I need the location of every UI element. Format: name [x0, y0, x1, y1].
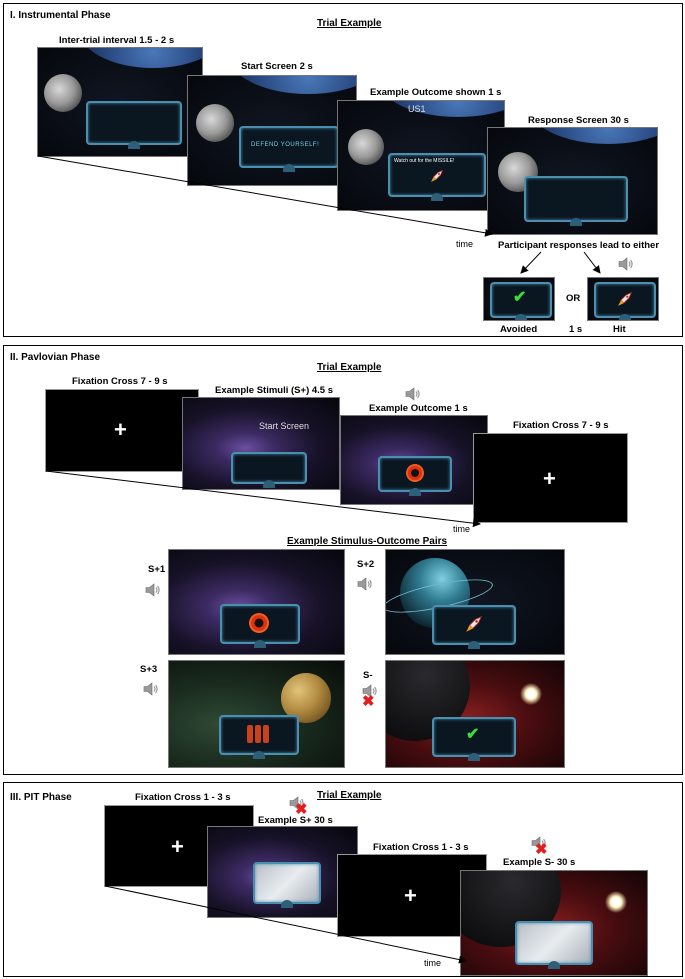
stimulus-screen: Start Screen	[182, 397, 340, 490]
instrumental-phase-panel: I. Instrumental Phase Trial Example Inte…	[3, 3, 683, 337]
speaker-icon	[618, 257, 634, 271]
game-frame	[524, 176, 628, 226]
outcome-screen	[340, 415, 488, 505]
trial-example-title: Trial Example	[317, 790, 382, 801]
outcome-screen: US1 Watch out for the MISSILE!	[337, 100, 505, 211]
explosion-icon	[249, 613, 269, 633]
time-label: time	[424, 958, 442, 968]
moon	[44, 74, 82, 112]
game-frame	[515, 921, 593, 969]
game-frame: ✔	[490, 282, 552, 320]
game-frame	[220, 604, 300, 648]
iti-screen	[37, 47, 203, 157]
stimuli-label: Example Stimuli (S+) 4.5 s	[215, 385, 334, 396]
game-frame	[86, 101, 182, 149]
sminus-screen	[460, 870, 648, 976]
eclipse-glow	[518, 681, 544, 707]
game-frame: Watch out for the MISSILE!	[388, 153, 486, 201]
pair-label-s1: S+1	[148, 564, 166, 575]
phase-title: III. PIT Phase	[10, 792, 72, 803]
dynamite-icon	[247, 725, 269, 743]
fixation-label: Fixation Cross 7 - 9 s	[72, 376, 168, 387]
gas-giant-planet	[281, 673, 331, 723]
pair-label-s3: S+3	[140, 664, 158, 675]
fixation-cross: +	[543, 466, 556, 491]
pair-label-s2: S+2	[357, 559, 375, 570]
game-frame	[231, 452, 307, 488]
trial-example-title: Trial Example	[317, 362, 382, 373]
iti-label: Inter-trial interval 1.5 - 2 s	[59, 35, 175, 46]
fixation-screen-2: +	[473, 433, 628, 523]
avoided-label: Avoided	[500, 324, 538, 335]
moon	[196, 104, 234, 142]
time-label: time	[453, 524, 471, 534]
pairs-title: Example Stimulus-Outcome Pairs	[287, 536, 448, 547]
one-second-label: 1 s	[569, 324, 583, 335]
explosion-icon	[406, 464, 424, 482]
moon	[348, 129, 384, 165]
outcome-label: Example Outcome 1 s	[369, 403, 468, 414]
pair-label-sminus: S-	[363, 670, 373, 681]
eclipse-glow	[603, 889, 629, 915]
speaker-icon	[143, 682, 159, 696]
pair-screen-s1	[168, 549, 345, 655]
game-frame: ✔	[432, 717, 516, 761]
splus-label: Example S+ 30 s	[258, 815, 333, 826]
stimulus-screen-text: Start Screen	[259, 421, 310, 431]
outcome-screen-text: Watch out for the MISSILE!	[394, 158, 455, 164]
time-arrow	[104, 885, 467, 964]
hit-label: Hit	[613, 324, 626, 335]
trial-example-title: Trial Example	[317, 18, 382, 29]
phase-title: I. Instrumental Phase	[10, 10, 111, 21]
time-label: time	[456, 239, 474, 249]
fixation-screen: +	[45, 389, 199, 472]
sminus-label: Example S- 30 s	[503, 857, 576, 868]
pair-screen-sminus: ✔	[385, 660, 565, 768]
pair-screen-s2	[385, 549, 565, 655]
avoided-screen: ✔	[483, 277, 555, 321]
response-label: Response Screen 30 s	[528, 115, 629, 126]
pit-phase-panel: III. PIT Phase Trial Example Fixation Cr…	[3, 782, 683, 977]
cancel-icon: ✖	[362, 693, 375, 710]
fixation-label-2: Fixation Cross 1 - 3 s	[373, 842, 469, 853]
cancel-icon: ✖	[535, 841, 548, 858]
check-icon: ✔	[513, 289, 527, 306]
cancel-icon: ✖	[295, 801, 308, 818]
response-screen	[487, 127, 658, 235]
pair-screen-s3	[168, 660, 345, 768]
outcome-header-text: US1	[408, 104, 426, 114]
splus-screen	[207, 826, 358, 918]
rocket-icon	[465, 615, 483, 633]
hit-screen	[587, 277, 659, 321]
game-frame	[219, 715, 299, 759]
game-frame	[594, 282, 656, 320]
fixation-cross: +	[171, 834, 184, 859]
start-screen-text: DEFEND YOURSELF!	[251, 142, 320, 148]
game-frame: DEFEND YOURSELF!	[239, 126, 339, 172]
rocket-icon	[617, 291, 633, 307]
responses-label: Participant responses lead to either	[498, 240, 660, 251]
speaker-icon	[145, 583, 161, 597]
phase-title: II. Pavlovian Phase	[10, 352, 101, 363]
outcome-label: Example Outcome shown 1 s	[370, 87, 502, 98]
fixation-label-2: Fixation Cross 7 - 9 s	[513, 420, 609, 431]
start-screen-label: Start Screen 2 s	[241, 61, 313, 72]
game-frame	[432, 605, 516, 649]
time-arrow	[45, 470, 481, 528]
fixation-cross: +	[114, 417, 127, 442]
time-arrow	[37, 155, 601, 274]
or-label: OR	[566, 293, 581, 304]
fixation-cross: +	[404, 883, 417, 908]
pavlovian-phase-panel: II. Pavlovian Phase Trial Example Fixati…	[3, 345, 683, 775]
speaker-icon	[357, 577, 373, 591]
check-icon: ✔	[466, 726, 480, 743]
start-screen: DEFEND YOURSELF!	[187, 75, 357, 186]
game-frame	[253, 862, 321, 908]
game-frame	[378, 456, 452, 496]
fixation-label: Fixation Cross 1 - 3 s	[135, 792, 231, 803]
